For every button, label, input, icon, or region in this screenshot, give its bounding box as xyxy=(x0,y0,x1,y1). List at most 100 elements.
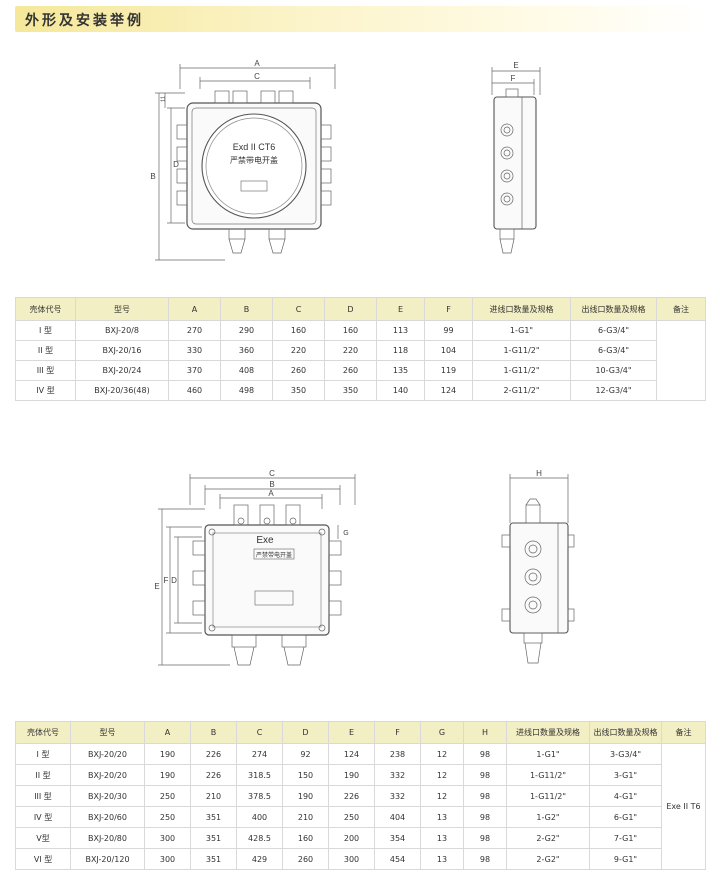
cell: 160 xyxy=(272,320,325,341)
warning-mark: 严禁带电开盖 xyxy=(230,155,278,165)
cell: 98 xyxy=(463,806,507,828)
cell: 351 xyxy=(190,827,237,849)
dim-e-label: E xyxy=(513,61,518,70)
col-header: 出线口数量及规格 xyxy=(570,297,657,321)
cell: 1-G11/2" xyxy=(506,764,590,786)
cell: 190 xyxy=(328,764,375,786)
cell: 6-G1" xyxy=(589,806,662,828)
explosion-mark: Exd II CT6 xyxy=(233,142,276,152)
cell: 98 xyxy=(463,848,507,870)
cell: 99 xyxy=(424,320,473,341)
cell: 12 xyxy=(420,785,464,807)
cell: 408 xyxy=(220,360,273,381)
col-header: 进线口数量及规格 xyxy=(472,297,571,321)
col-header: H xyxy=(463,721,507,744)
cell: III 型 xyxy=(15,360,76,381)
cell: 98 xyxy=(463,785,507,807)
dim-h-label: H xyxy=(536,469,542,478)
dim-b-label: B xyxy=(150,172,155,181)
cell: 300 xyxy=(328,848,375,870)
warning-mark: 严禁带电开盖 xyxy=(256,551,292,559)
cell: 200 xyxy=(328,827,375,849)
cell: 124 xyxy=(328,743,375,765)
table-row: IV 型 BXJ-20/36(48) 460 498 350 350 140 1… xyxy=(15,380,706,401)
cell: 140 xyxy=(376,380,425,401)
cell: 250 xyxy=(144,785,191,807)
cell: 2-G2" xyxy=(506,827,590,849)
cell: 378.5 xyxy=(236,785,283,807)
dim-c-label: C xyxy=(269,469,275,478)
cell: 428.5 xyxy=(236,827,283,849)
cell: 12-G3/4" xyxy=(570,380,657,401)
cell: 7-G1" xyxy=(589,827,662,849)
cell: 300 xyxy=(144,827,191,849)
cell: BXJ-20/80 xyxy=(70,827,145,849)
cell: 1-G11/2" xyxy=(506,785,590,807)
cell: 98 xyxy=(463,764,507,786)
cell: 226 xyxy=(328,785,375,807)
dim-11-label: 11 xyxy=(161,95,167,102)
cell: BXJ-20/120 xyxy=(70,848,145,870)
cell: 210 xyxy=(282,806,329,828)
cell: VI 型 xyxy=(15,848,71,870)
col-header: 壳体代号 xyxy=(15,297,76,321)
spec-table-1: 壳体代号 型号 A B C D E F 进线口数量及规格 出线口数量及规格 备注… xyxy=(15,297,706,401)
cell: II 型 xyxy=(15,764,71,786)
col-header: F xyxy=(374,721,421,744)
col-header: E xyxy=(376,297,425,321)
front-view-drawing-1: A C B D 11 Exd II CT6 严禁带电开盖 xyxy=(150,59,336,261)
cell: 498 xyxy=(220,380,273,401)
dim-b-label: B xyxy=(269,480,274,489)
cell: 400 xyxy=(236,806,283,828)
cell: 98 xyxy=(463,827,507,849)
cell: 6-G3/4" xyxy=(570,320,657,341)
cell: 370 xyxy=(168,360,221,381)
cell: 460 xyxy=(168,380,221,401)
cell: 1-G2" xyxy=(506,806,590,828)
cell: 6-G3/4" xyxy=(570,340,657,361)
cell: 1-G11/2" xyxy=(472,340,571,361)
dim-e-label: E xyxy=(154,582,159,591)
dim-a-label: A xyxy=(254,59,260,68)
cell: 1-G1" xyxy=(506,743,590,765)
dim-c-label: C xyxy=(254,72,260,81)
cell: 260 xyxy=(272,360,325,381)
table-header-row: 壳体代号 型号 A B C D E F G H 进线口数量及规格 出线口数量及规… xyxy=(15,721,706,744)
col-header: 壳体代号 xyxy=(15,721,71,744)
cell: 332 xyxy=(374,764,421,786)
cell: 160 xyxy=(324,320,377,341)
dim-d-label: D xyxy=(173,160,179,169)
col-header: 型号 xyxy=(70,721,145,744)
dim-f-label: F xyxy=(164,576,169,585)
cell: 9-G1" xyxy=(589,848,662,870)
col-header: C xyxy=(272,297,325,321)
remark-cell: Exe II T6 xyxy=(661,743,706,870)
cell: 250 xyxy=(328,806,375,828)
remark-cell xyxy=(656,320,706,401)
table-row: IV 型 BXJ-20/60 250 351 400 210 250 404 1… xyxy=(15,806,706,828)
cell: 13 xyxy=(420,848,464,870)
cell: 350 xyxy=(272,380,325,401)
cell: 2-G2" xyxy=(506,848,590,870)
col-header: 备注 xyxy=(656,297,706,321)
col-header: B xyxy=(220,297,273,321)
cell: III 型 xyxy=(15,785,71,807)
side-view-drawing-2: H xyxy=(501,469,575,664)
col-header: A xyxy=(168,297,221,321)
section-title: 外形及安装举例 xyxy=(25,13,144,29)
cell: 226 xyxy=(190,743,237,765)
cell: 118 xyxy=(376,340,425,361)
cell: 1-G11/2" xyxy=(472,360,571,381)
cell: V型 xyxy=(15,827,71,849)
cell: 250 xyxy=(144,806,191,828)
cell: BXJ-20/20 xyxy=(70,764,145,786)
section-header: 外形及安装举例 xyxy=(15,6,705,32)
cell: 220 xyxy=(324,340,377,361)
cell: 150 xyxy=(282,764,329,786)
cell: 260 xyxy=(324,360,377,381)
cell: 220 xyxy=(272,340,325,361)
table-row: VI 型 BXJ-20/120 300 351 429 260 300 454 … xyxy=(15,848,706,870)
cell: 350 xyxy=(324,380,377,401)
cell: BXJ-20/20 xyxy=(70,743,145,765)
col-header: 备注 xyxy=(661,721,706,744)
